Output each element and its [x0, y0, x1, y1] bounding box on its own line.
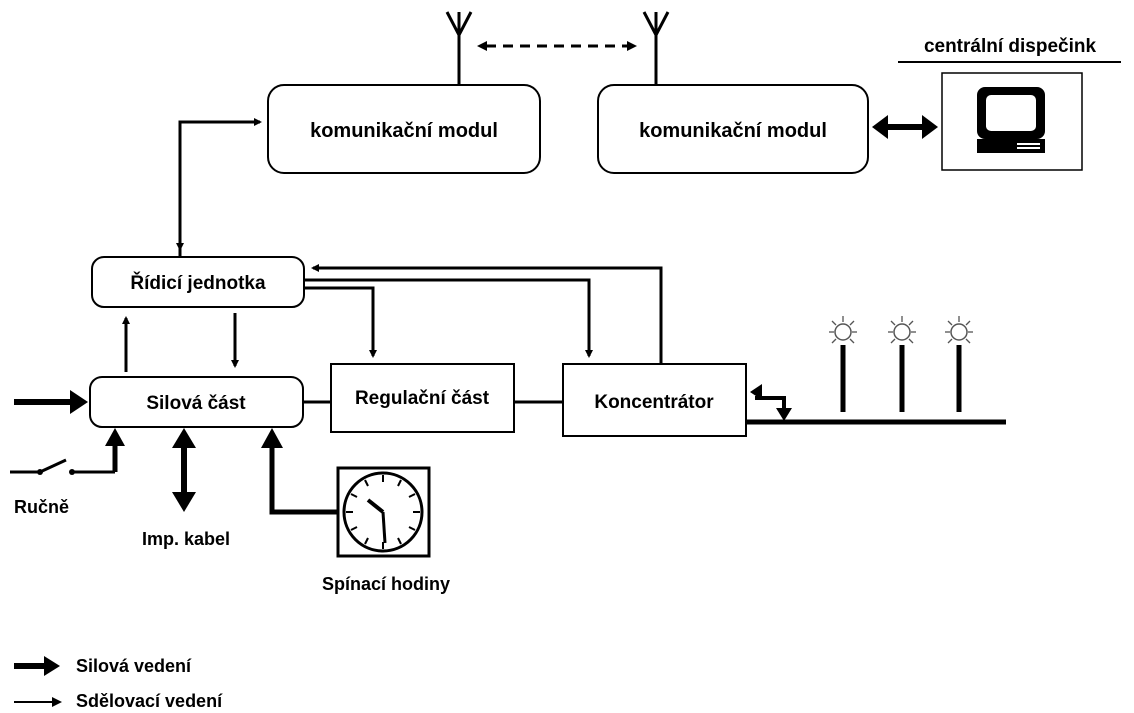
comm-module-left-label: komunikační modul: [310, 120, 498, 142]
power-output-bus: [746, 384, 1006, 425]
legend-power-arrow-icon: [14, 656, 60, 676]
signal-line-control-comm: [178, 118, 262, 257]
legend-power-label: Silová vedení: [76, 656, 192, 676]
comm-module-left: komunikační modul: [267, 84, 541, 174]
antenna-icon: [445, 11, 473, 85]
control-unit: Řídicí jednotka: [91, 256, 305, 308]
legend-signal-arrow-icon: [14, 697, 62, 707]
clock-icon: [336, 466, 431, 558]
signal-line-control-concentrator: [304, 278, 593, 358]
switch-icon: [10, 428, 125, 475]
legend-signal-label: Sdělovací vedení: [76, 691, 223, 711]
street-lamp-icon: [829, 316, 857, 412]
concentrator: Koncentrátor: [562, 363, 747, 437]
timer-label: Spínací hodiny: [322, 574, 450, 594]
signal-line-concentrator-control: [311, 264, 663, 364]
signal-line-control-regulation: [304, 286, 377, 358]
comm-module-right: komunikační modul: [597, 84, 869, 174]
legend: Silová vedení Sdělovací vedení: [14, 656, 223, 711]
antenna-icon: [642, 11, 670, 85]
computer-terminal-icon: [977, 87, 1045, 153]
imp-cable-arrow: [172, 428, 196, 512]
power-part-label: Silová část: [146, 393, 246, 414]
power-part: Silová část: [89, 376, 304, 428]
control-unit-label: Řídicí jednotka: [130, 272, 266, 294]
timer-link-arrow: [261, 428, 338, 515]
concentrator-label: Koncentrátor: [594, 392, 714, 413]
street-lamp-icon: [945, 316, 973, 412]
manual-label: Ručně: [14, 497, 69, 517]
central-dispatch-label: centrální dispečink: [924, 36, 1097, 57]
comm-module-right-label: komunikační modul: [639, 120, 827, 142]
imp-cable-label: Imp. kabel: [142, 529, 230, 549]
street-lamp-icon: [888, 316, 916, 412]
regulation-part-label: Regulační část: [355, 388, 490, 409]
dispatch-link-arrow: [872, 115, 938, 139]
power-input-arrow: [14, 390, 88, 414]
regulation-part: Regulační část: [330, 363, 515, 433]
